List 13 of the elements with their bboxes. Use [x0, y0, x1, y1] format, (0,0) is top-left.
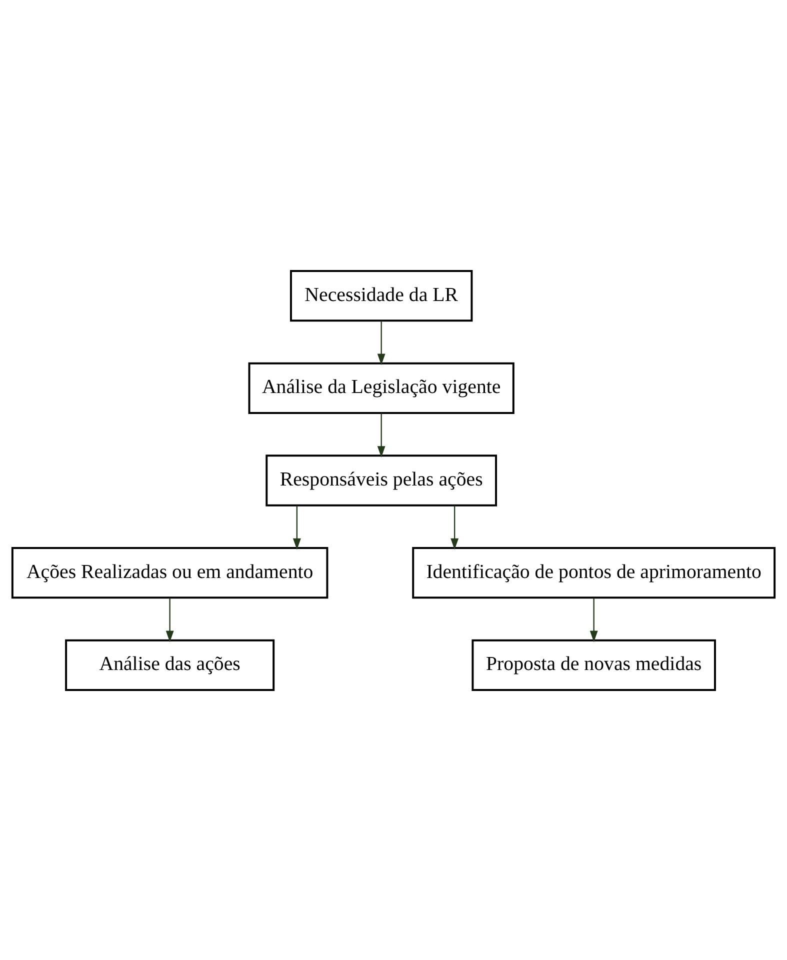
- arrow: [292, 505, 301, 550]
- node-box: Análise das ações: [65, 638, 275, 691]
- arrow: [377, 412, 386, 457]
- node-box: Proposta de novas medidas: [472, 638, 716, 691]
- node-box: Análise da Legislação vigente: [248, 362, 514, 414]
- node-box: Necessidade da LR: [290, 269, 473, 322]
- node-box: Responsáveis pelas ações: [266, 454, 498, 506]
- arrow: [166, 598, 174, 642]
- arrow: [590, 598, 598, 642]
- node-box: Ações Realizadas ou em andamento: [11, 546, 328, 598]
- node-box: Identificação de pontos de aprimoramento: [412, 546, 776, 598]
- arrow: [450, 505, 459, 550]
- arrow: [377, 320, 386, 365]
